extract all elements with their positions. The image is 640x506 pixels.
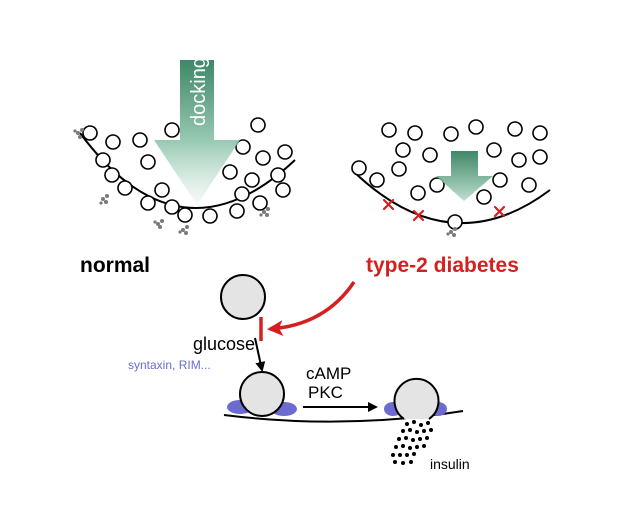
vesicle xyxy=(521,177,537,193)
vesicle xyxy=(202,208,218,224)
vesicle xyxy=(154,182,170,198)
vesicle xyxy=(270,167,286,183)
vesicle xyxy=(82,125,98,141)
vesicle xyxy=(511,152,527,168)
insulin-granules-icon xyxy=(391,420,433,465)
vesicle xyxy=(429,177,445,193)
normal-cell: docking normal xyxy=(73,57,296,277)
vesicle xyxy=(443,126,459,142)
vesicle xyxy=(244,172,260,188)
vesicle xyxy=(476,189,492,205)
vesicle xyxy=(532,125,548,141)
insulin-label: insulin xyxy=(430,456,470,472)
secretion-scheme: glucose syntaxin, RIM... cAMP PKC insuli… xyxy=(128,274,470,472)
factors-label: syntaxin, RIM... xyxy=(128,358,211,372)
vesicle xyxy=(422,147,438,163)
glucose-label: glucose xyxy=(193,334,255,354)
vesicle xyxy=(351,160,367,176)
camp-label: cAMP xyxy=(306,364,351,383)
pkc-label: PKC xyxy=(308,383,343,402)
docking-arrow-icon xyxy=(154,60,240,205)
vesicle xyxy=(132,132,148,148)
vesicle xyxy=(164,122,180,138)
diabetes-label: type-2 diabetes xyxy=(366,254,519,277)
diabetes-cell: type-2 diabetes xyxy=(351,119,551,277)
vesicle xyxy=(95,152,111,168)
vesicle xyxy=(104,167,120,183)
vesicle xyxy=(391,161,407,177)
normal-vesicles xyxy=(82,117,293,224)
vesicle xyxy=(222,164,238,180)
vesicle xyxy=(468,119,484,135)
vesicle xyxy=(234,186,250,202)
vesicle xyxy=(140,195,156,211)
docking-label: docking xyxy=(188,57,210,126)
vesicle xyxy=(255,150,271,166)
vesicle xyxy=(105,134,121,150)
free-vesicle xyxy=(220,274,266,320)
vesicle xyxy=(407,125,423,141)
vesicle xyxy=(164,199,180,215)
vesicle xyxy=(250,117,266,133)
vesicle xyxy=(177,207,193,223)
vesicle xyxy=(532,149,548,165)
vesicle xyxy=(277,144,293,160)
docking-cluster-icon xyxy=(73,128,270,235)
vesicle xyxy=(369,172,385,188)
docking-cluster-icon xyxy=(446,227,457,237)
vesicle xyxy=(140,154,156,170)
normal-label: normal xyxy=(80,254,150,277)
vesicle xyxy=(229,203,245,219)
vesicle xyxy=(507,121,523,137)
red-x-mark-icon xyxy=(382,198,506,222)
inhibition-arrow-icon xyxy=(267,281,356,337)
impaired-docking-arrow-icon xyxy=(436,151,493,201)
diabetes-vesicles xyxy=(351,119,548,230)
vesicle xyxy=(410,185,426,201)
fusing-vesicle xyxy=(393,377,440,420)
vesicle xyxy=(275,182,291,198)
vesicle xyxy=(486,142,502,158)
vesicle xyxy=(447,214,463,230)
vesicle xyxy=(381,122,397,138)
vesicle xyxy=(117,180,133,196)
glucose-arrow-icon xyxy=(254,337,266,372)
vesicle xyxy=(492,172,508,188)
docked-vesicle xyxy=(239,371,285,417)
vesicle xyxy=(235,139,251,155)
vesicle xyxy=(395,142,411,158)
vesicle xyxy=(252,195,268,211)
